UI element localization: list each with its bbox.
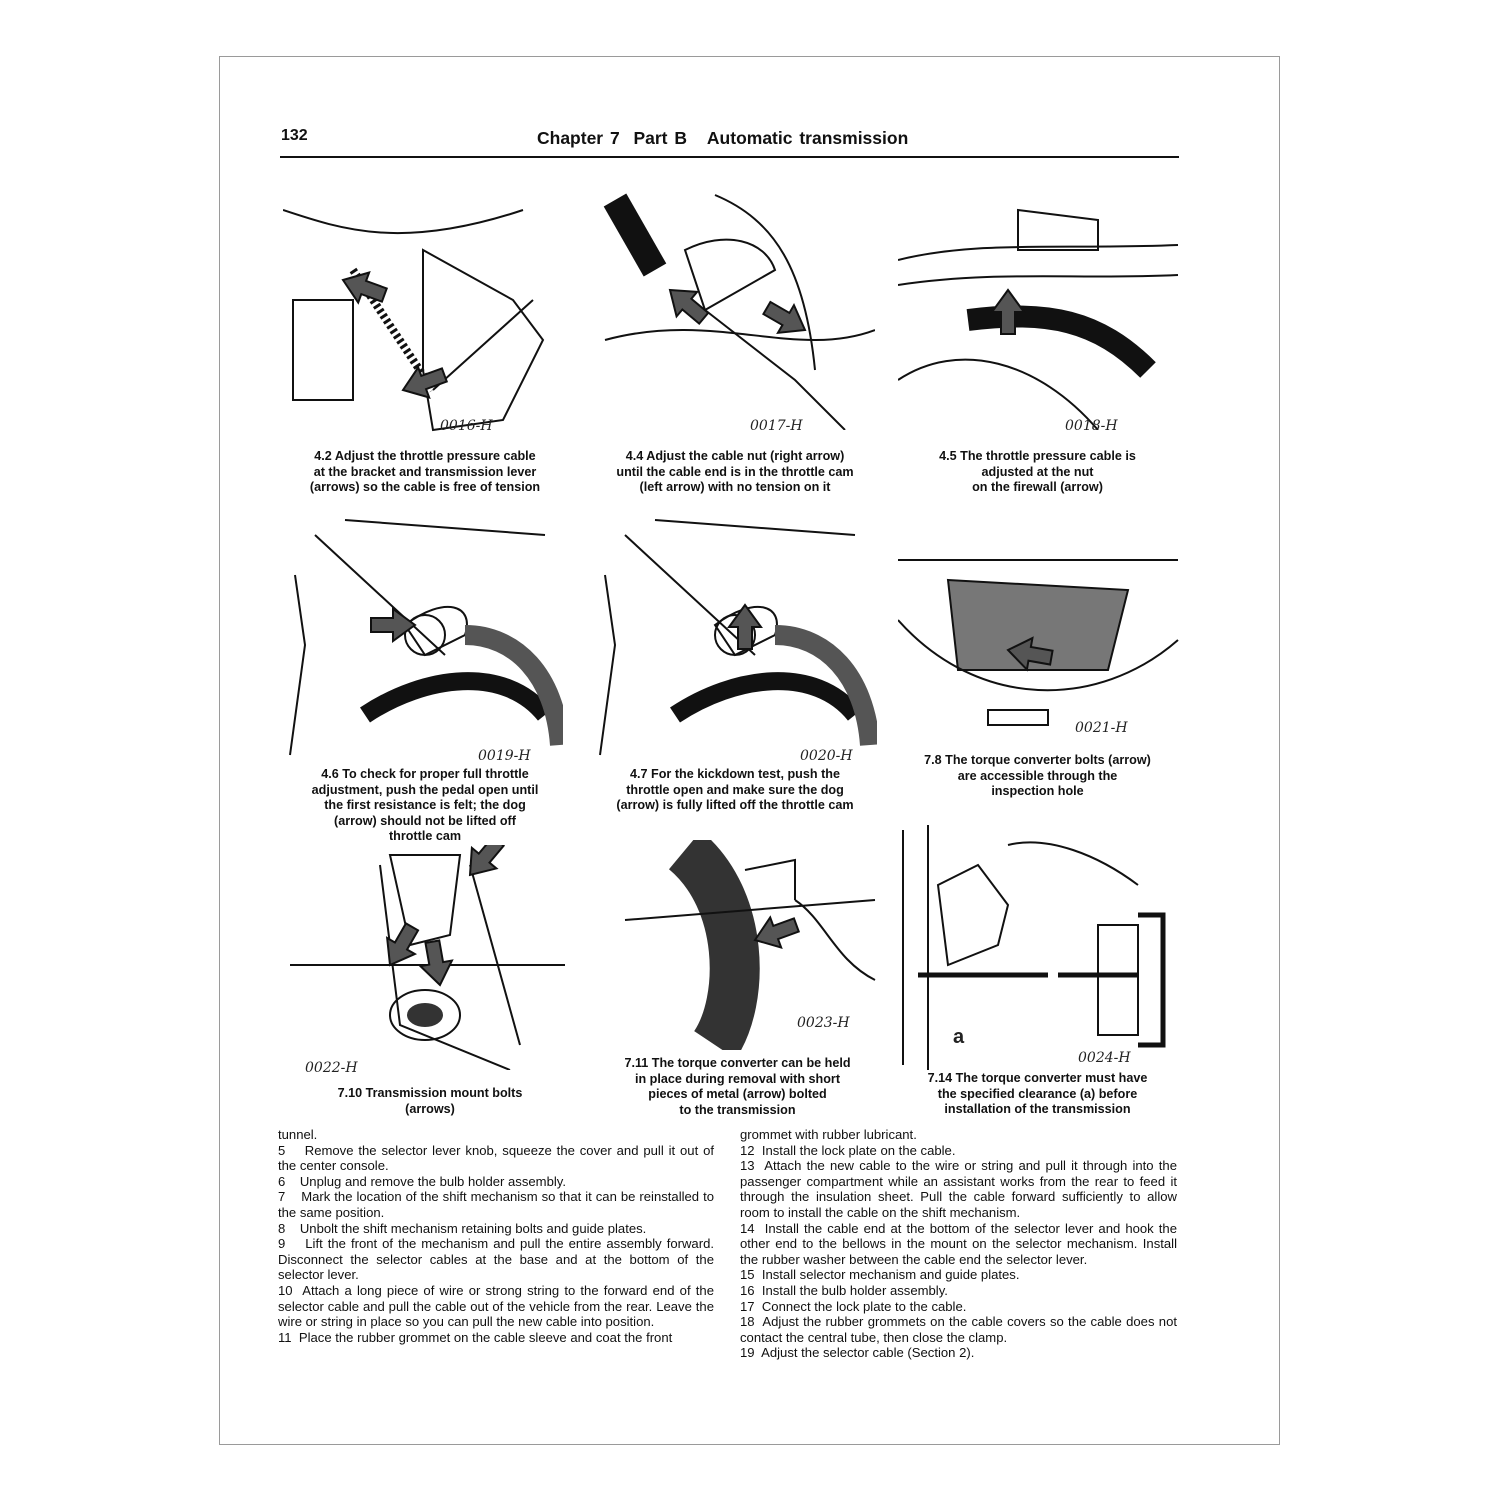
figure-illustration	[898, 190, 1180, 430]
page-border	[219, 56, 1280, 1445]
figure-illustration	[285, 515, 563, 760]
figure-illustration	[290, 845, 565, 1070]
body-paragraph: 13 Attach the new cable to the wire or s…	[740, 1158, 1181, 1220]
body-paragraph: 15 Install selector mechanism and guide …	[740, 1267, 1020, 1283]
body-paragraph: 7 Mark the location of the shift mechani…	[278, 1189, 718, 1220]
figure-illustration	[898, 825, 1180, 1070]
arrow-icon	[727, 603, 763, 650]
body-paragraph: 9 Lift the front of the mechanism and pu…	[278, 1236, 718, 1283]
arrow-icon	[668, 288, 710, 326]
clearance-label: a	[953, 1026, 965, 1048]
figure-caption: 4.5 The throttle pressure cable is adjus…	[939, 449, 1136, 494]
body-paragraph: 6 Unplug and remove the bulb holder asse…	[278, 1173, 566, 1189]
figure-caption: 4.6 To check for proper full throttle ad…	[311, 767, 539, 843]
figure-code: 0017-H	[750, 418, 803, 434]
figure-illustration	[283, 190, 563, 440]
figure-code: 0023-H	[797, 1015, 850, 1031]
arrow-icon	[341, 270, 389, 305]
figure-caption: 7.10 Transmission mount bolts (arrows)	[337, 1086, 523, 1116]
figure-caption: 4.4 Adjust the cable nut (right arrow) u…	[616, 449, 854, 494]
figure-illustration	[595, 515, 877, 760]
page-number: 132	[281, 127, 308, 144]
body-paragraph: 11 Place the rubber grommet on the cable…	[278, 1329, 673, 1345]
arrow-icon	[401, 365, 449, 400]
figure-code: 0024-H	[1078, 1050, 1131, 1066]
arrow-icon	[1006, 636, 1054, 672]
body-paragraph: 17 Connect the lock plate to the cable.	[740, 1298, 967, 1314]
figure-illustration	[595, 190, 875, 430]
figure-caption: 7.14 The torque converter must have the …	[927, 1071, 1148, 1116]
body-paragraph: 19 Adjust the selector cable (Section 2)…	[740, 1345, 975, 1361]
body-paragraph: 16 Install the bulb holder assembly.	[740, 1282, 948, 1298]
body-paragraph: 5 Remove the selector lever knob, squeez…	[278, 1142, 718, 1174]
body-column-left: tunnel.5 Remove the selector lever knob,…	[278, 1127, 714, 1345]
figure-caption: 4.2 Adjust the throttle pressure cable a…	[309, 449, 541, 494]
body-paragraph: 10 Attach a long piece of wire or strong…	[278, 1282, 718, 1330]
body-column-right: grommet with rubber lubricant.12 Install…	[740, 1127, 1177, 1361]
arrow-icon	[385, 922, 420, 967]
figure-code: 0018-H	[1065, 418, 1118, 434]
arrow-icon	[990, 288, 1026, 335]
figure-illustration	[595, 840, 880, 1050]
arrow-icon	[468, 845, 506, 877]
body-paragraph: 8 Unbolt the shift mechanism retaining b…	[278, 1220, 647, 1236]
figure-caption: 4.7 For the kickdown test, push the thro…	[616, 767, 854, 812]
header-rule	[280, 156, 1179, 158]
chapter-title: Chapter 7 Part B Automatic transmission	[537, 128, 909, 148]
arrow-icon	[370, 607, 417, 643]
arrow-icon	[418, 939, 454, 987]
body-paragraph: grommet with rubber lubricant.	[740, 1127, 917, 1142]
arrow-icon	[753, 915, 801, 950]
figure-caption: 7.11 The torque converter can be held in…	[624, 1056, 851, 1117]
figure-code: 0016-H	[440, 418, 493, 434]
figure-code: 0019-H	[478, 748, 531, 764]
body-paragraph: 14 Install the cable end at the bottom o…	[740, 1220, 1181, 1267]
figure-code: 0022-H	[305, 1060, 358, 1076]
figure-caption: 7.8 The torque converter bolts (arrow) a…	[924, 753, 1151, 798]
figure-code: 0021-H	[1075, 720, 1128, 736]
body-paragraph: 12 Install the lock plate on the cable.	[740, 1142, 956, 1158]
figure-code: 0020-H	[800, 748, 853, 764]
body-paragraph: 18 Adjust the rubber grommets on the cab…	[740, 1314, 1181, 1345]
arrow-icon	[762, 300, 807, 335]
figure-illustration	[898, 520, 1180, 745]
body-paragraph: tunnel.	[278, 1127, 318, 1142]
